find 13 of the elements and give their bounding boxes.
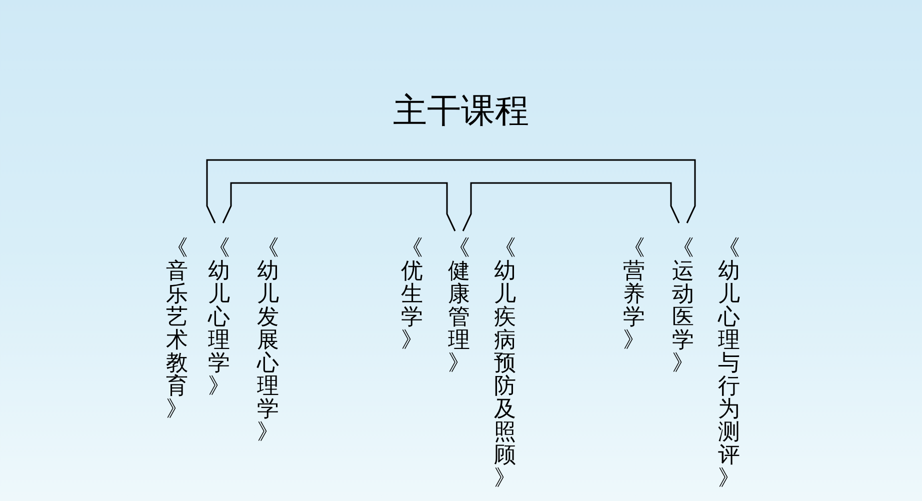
course-label: 《音乐艺术教育》 xyxy=(166,237,188,421)
bracket-line xyxy=(462,182,680,232)
course-label: 《幼儿发展心理学》 xyxy=(257,237,279,444)
course-label: 《幼儿疾病预防及照顾》 xyxy=(494,237,516,490)
course-label: 《运动医学》 xyxy=(672,223,694,375)
course-label: 《优生学》 xyxy=(401,237,423,352)
course-label: 《幼儿心理学》 xyxy=(208,223,230,398)
bracket-line xyxy=(206,159,696,224)
bracket-line xyxy=(222,182,456,232)
course-label: 《幼儿心理与行为测评》 xyxy=(718,237,740,490)
course-label: 《营养学》 xyxy=(623,237,645,352)
title: 主干课程 xyxy=(393,90,529,133)
course-label: 《健康管理》 xyxy=(448,231,470,375)
